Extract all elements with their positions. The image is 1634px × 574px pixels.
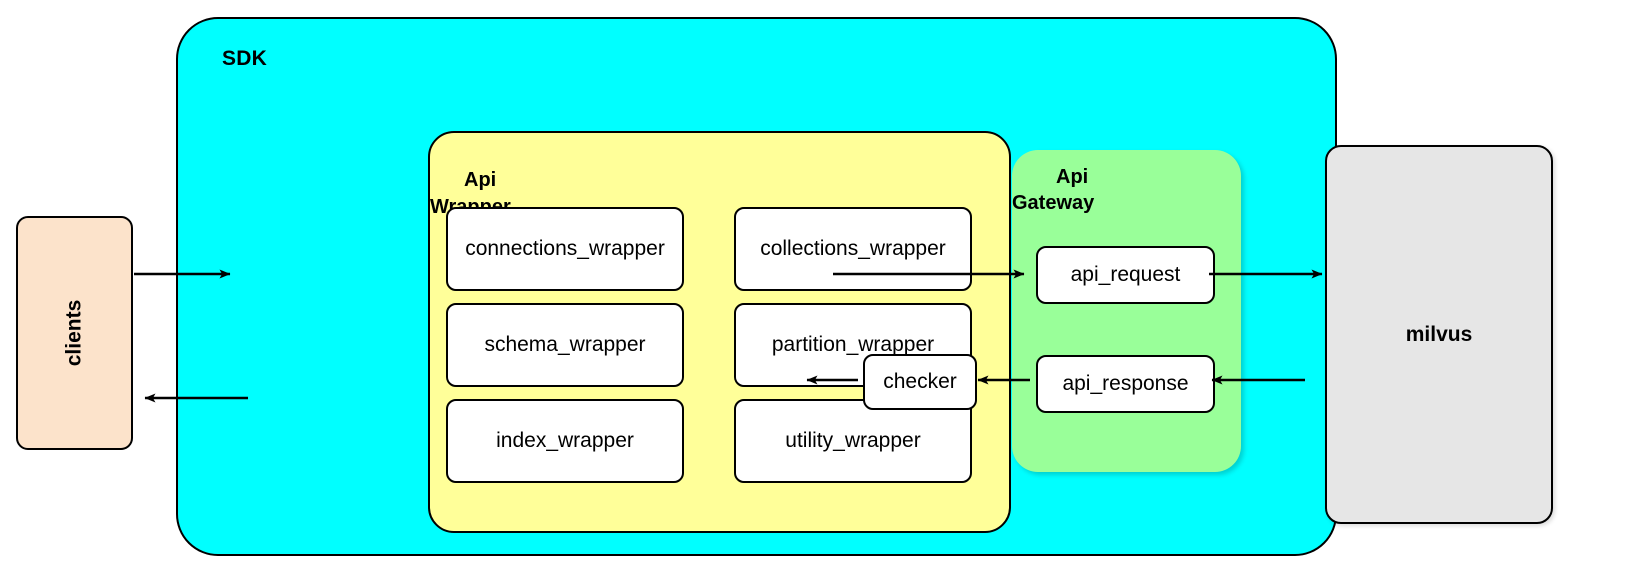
- wrapper-box-utility[interactable]: utility_wrapper: [734, 399, 972, 483]
- api-gateway-title-line1: Api: [1056, 166, 1089, 188]
- sdk-container[interactable]: SDK Api Wrapper connections_wrapper coll…: [176, 17, 1337, 556]
- api-gateway-title: Api Gateway: [1012, 164, 1094, 217]
- wrapper-box-index[interactable]: index_wrapper: [446, 399, 684, 483]
- api-gateway-container[interactable]: Api Gateway api_request api_response: [1012, 150, 1241, 472]
- wrapper-box-label: partition_wrapper: [771, 333, 935, 356]
- api-wrapper-container[interactable]: Api Wrapper connections_wrapper collecti…: [428, 131, 1011, 533]
- wrapper-box-label: utility_wrapper: [785, 429, 921, 452]
- sdk-title: SDK: [222, 47, 267, 70]
- gateway-box-api-response[interactable]: api_response: [1036, 355, 1215, 413]
- gateway-box-label: api_request: [1070, 263, 1181, 286]
- gateway-box-label: api_response: [1062, 372, 1189, 395]
- gateway-box-api-request[interactable]: api_request: [1036, 246, 1215, 304]
- clients-label: clients: [62, 299, 86, 367]
- milvus-node[interactable]: milvus: [1325, 145, 1553, 524]
- checker-label: checker: [883, 370, 957, 393]
- wrapper-box-collections[interactable]: collections_wrapper: [734, 207, 972, 291]
- api-gateway-title-line2: Gateway: [1012, 192, 1095, 215]
- wrapper-box-label: collections_wrapper: [760, 237, 946, 260]
- checker-node[interactable]: checker: [863, 354, 977, 410]
- wrapper-box-label: connections_wrapper: [465, 237, 665, 260]
- api-wrapper-title-line1: Api: [464, 169, 497, 192]
- milvus-label: milvus: [1405, 322, 1473, 346]
- wrapper-box-label: index_wrapper: [496, 429, 634, 452]
- clients-node[interactable]: clients: [16, 216, 133, 450]
- wrapper-box-schema[interactable]: schema_wrapper: [446, 303, 684, 387]
- wrapper-box-label: schema_wrapper: [484, 333, 646, 356]
- wrapper-box-connections[interactable]: connections_wrapper: [446, 207, 684, 291]
